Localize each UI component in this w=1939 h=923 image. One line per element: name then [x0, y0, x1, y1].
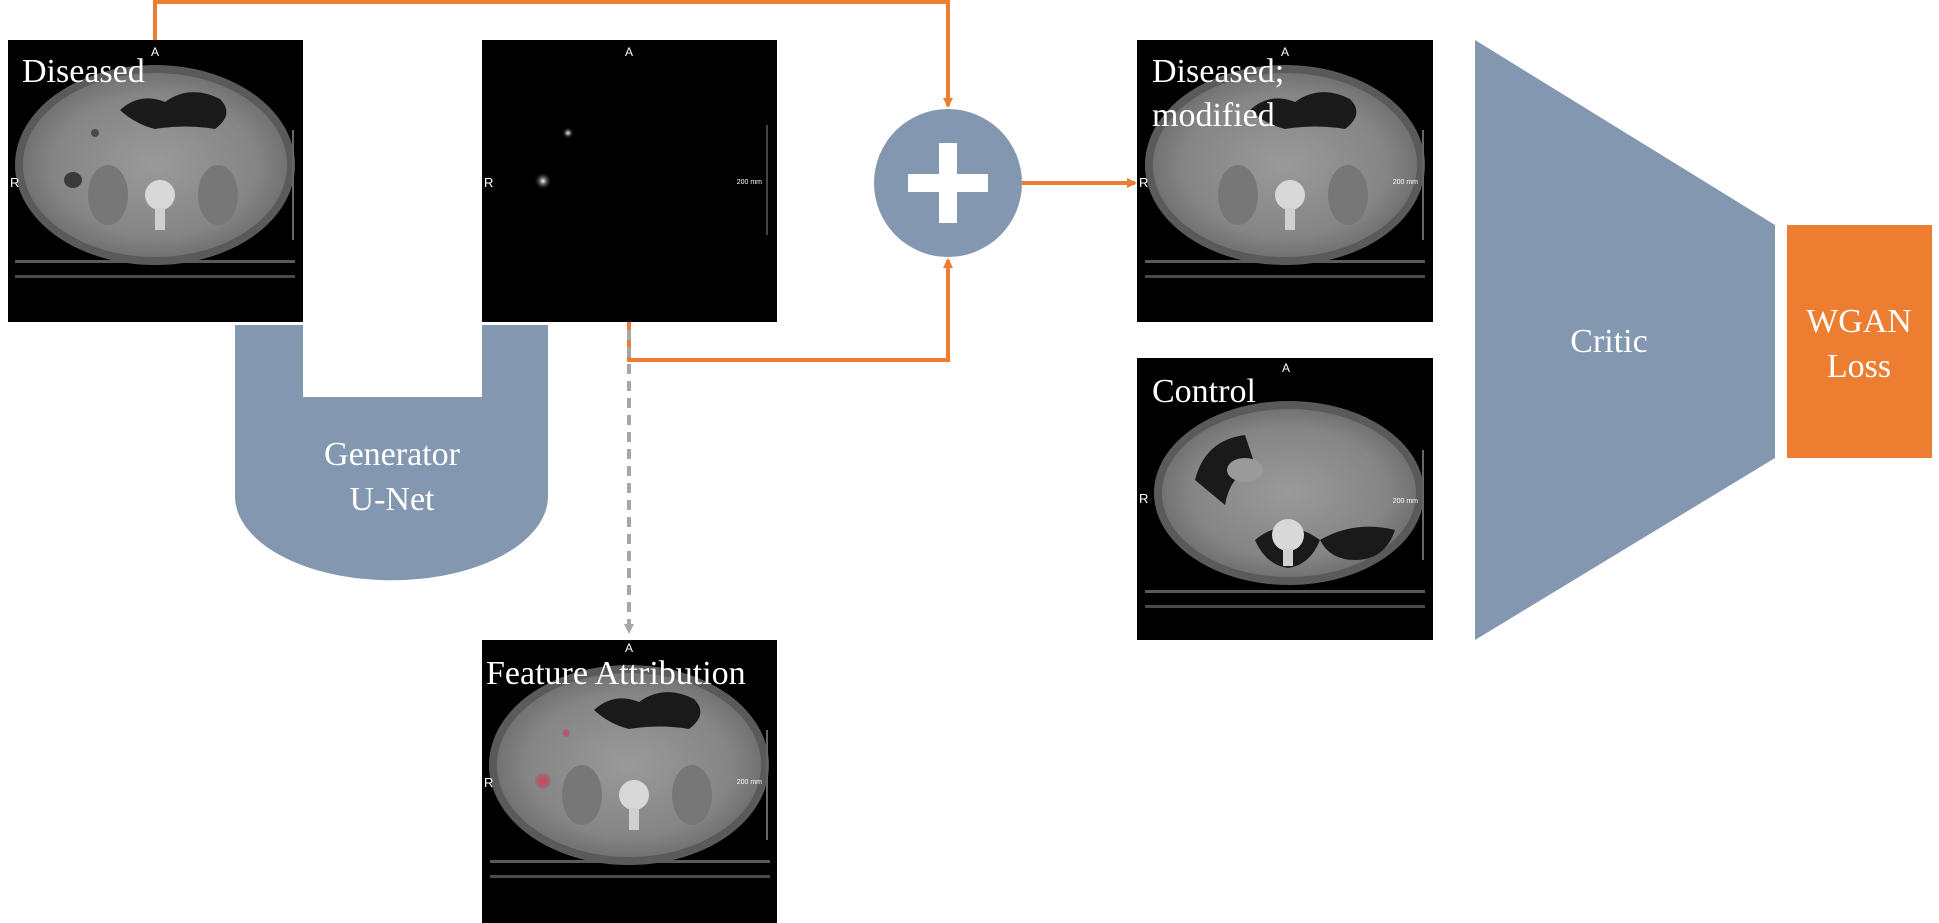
diseased-modified-scale-text: 200 mm: [1393, 179, 1418, 186]
critic-shape: [1475, 40, 1775, 640]
mask-to-adder-arrow: [627, 258, 953, 362]
wgan-loss-box: [1787, 225, 1932, 458]
skip-connection-arrow: [153, 0, 953, 108]
diseased-modified-top-marker: A: [1281, 45, 1289, 59]
control-scale-text: 200 mm: [1393, 498, 1418, 505]
wgan-loss-label-line2: Loss: [1827, 348, 1891, 385]
diseased-modified-label-line1: Diseased;: [1152, 53, 1284, 90]
control-label: Control: [1152, 373, 1256, 410]
diseased-top-marker: A: [151, 45, 159, 59]
generator-unet-shape: [235, 325, 548, 581]
control-top-marker: A: [1282, 361, 1290, 375]
diseased-modified-side-marker: R: [1139, 175, 1148, 190]
generated-mask-panel: [482, 40, 777, 322]
control-ct-panel: [1137, 358, 1433, 640]
feature-attribution-top-marker: A: [625, 641, 633, 655]
feature-attribution-side-marker: R: [484, 775, 493, 790]
diseased-ct-panel: [8, 40, 303, 322]
diseased-modified-label-line2: modified: [1152, 97, 1275, 134]
feature-attribution-scale-text: 200 mm: [737, 779, 762, 786]
generator-label-line2: U-Net: [350, 481, 436, 518]
addition-node: [874, 109, 1022, 257]
feature-attribution-ct-panel: [482, 640, 777, 923]
feature-attribution-label: Feature Attribution: [486, 655, 746, 692]
diseased-side-marker: R: [10, 175, 19, 190]
mask-side-marker: R: [484, 175, 493, 190]
control-side-marker: R: [1139, 491, 1148, 506]
generator-label-line1: Generator: [324, 436, 461, 473]
mask-top-marker: A: [625, 45, 633, 59]
mask-scale-text: 200 mm: [737, 179, 762, 186]
diseased-label: Diseased: [22, 53, 145, 90]
diseased-modified-ct-panel: [1137, 40, 1433, 322]
critic-label: Critic: [1570, 323, 1647, 360]
wgan-loss-label-line1: WGAN: [1806, 303, 1912, 340]
